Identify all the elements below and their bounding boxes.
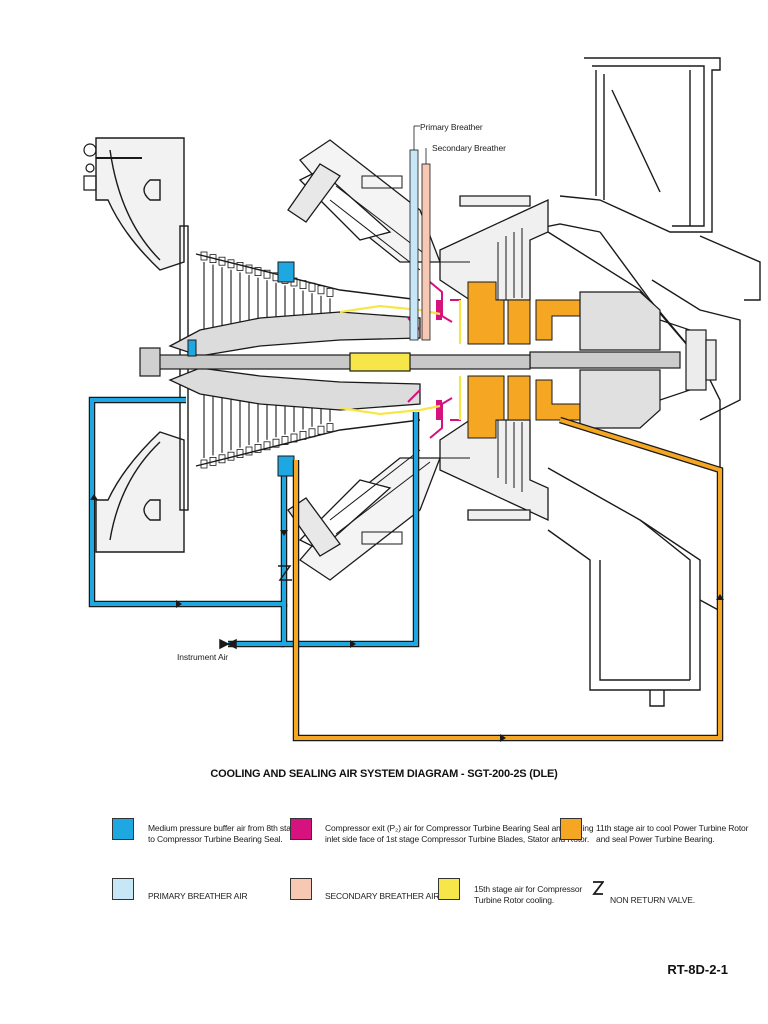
non-return-valve-icon xyxy=(219,565,292,650)
diagram-title: COOLING AND SEALING AIR SYSTEM DIAGRAM -… xyxy=(210,768,558,780)
stator-vane-lower xyxy=(326,423,334,433)
flow-arrows xyxy=(90,494,724,742)
stator-vane-upper xyxy=(317,285,325,295)
compressor-casing-upper xyxy=(195,253,421,301)
legend-swatch-fifteenth-stage xyxy=(438,878,460,900)
legend-text-primary-breather: PRIMARY BREATHER AIR xyxy=(148,891,248,901)
stator-vane-lower xyxy=(245,446,253,456)
non-return-valve-legend-icon xyxy=(592,881,604,895)
compressor-casing-lower xyxy=(195,419,421,467)
stator-vane-upper xyxy=(326,287,334,297)
stator-vane-lower xyxy=(281,436,289,446)
engine-diagram: Primary Breather Secondary Breather Inst… xyxy=(83,57,761,742)
output-flange xyxy=(685,329,717,391)
power-turbine-bearing xyxy=(529,291,691,429)
legend-text-compressor-exit: Compressor exit (P₂) air for Compressor … xyxy=(325,823,594,844)
breather-leader-lines xyxy=(413,125,427,164)
stator-vane-upper xyxy=(236,261,244,271)
turbine-blades xyxy=(440,228,523,492)
combustor xyxy=(287,139,441,581)
legend-text-secondary-breather: SECONDARY BREATHER AIR xyxy=(325,891,440,901)
turbine-casing xyxy=(439,195,549,522)
engine-cross-section xyxy=(83,57,761,742)
air-intake xyxy=(95,137,189,553)
legend-swatch-primary-breather xyxy=(112,878,134,900)
legend-swatch-eleventh-stage xyxy=(560,818,582,840)
stator-vane-upper xyxy=(263,269,271,279)
legend-swatch-compressor-exit xyxy=(290,818,312,840)
legend-text-fifteenth-stage: 15th stage air for Compressor Turbine Ro… xyxy=(474,884,583,905)
stator-vane-upper xyxy=(245,264,253,274)
exhaust-lower-casing xyxy=(547,279,741,707)
combustor-detail-lines xyxy=(329,175,431,545)
power-turbine-cooling-air xyxy=(467,281,581,439)
legend-text-eleventh-stage: 11th stage air to cool Power Turbine Rot… xyxy=(596,823,749,844)
stator-vane-upper xyxy=(254,267,262,277)
main-shaft xyxy=(139,347,531,377)
legend-swatch-medium-pressure xyxy=(112,818,134,840)
stator-vane-lower xyxy=(254,443,262,453)
eleventh-stage-air-pipe-fill xyxy=(294,418,722,740)
stator-vane-upper xyxy=(308,282,316,292)
stator-vane-lower xyxy=(308,428,316,438)
legend-text-non-return-valve: NON RETURN VALVE. xyxy=(610,895,695,905)
legend-swatch-secondary-breather xyxy=(290,878,312,900)
stator-vane-lower xyxy=(263,441,271,451)
stator-vane-lower xyxy=(236,449,244,459)
stator-vane-lower xyxy=(272,438,280,448)
legend-text-medium-pressure: Medium pressure buffer air from 8th stag… xyxy=(148,823,300,844)
primary-breather-callout: Primary Breather xyxy=(420,122,483,132)
medium-pressure-blocks xyxy=(187,261,295,477)
inlet-gauge-icon xyxy=(83,143,142,191)
stator-vane-lower xyxy=(317,425,325,435)
secondary-breather-callout: Secondary Breather xyxy=(432,143,506,153)
compressor-exit-blocks xyxy=(436,300,442,420)
instrument-air-callout: Instrument Air xyxy=(177,652,229,662)
drawing-reference: RT-8D-2-1 xyxy=(667,962,728,977)
